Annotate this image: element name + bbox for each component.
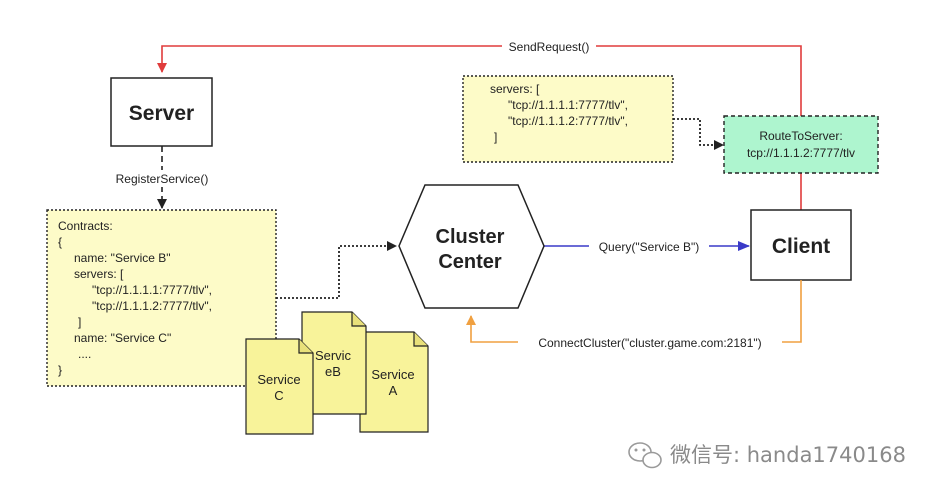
- register-service-label: RegisterService(): [116, 172, 209, 186]
- cluster-center-label: Cluster: [436, 226, 505, 248]
- contracts-note-line: "tcp://1.1.1.1:7777/tlv",: [92, 283, 212, 297]
- server-label: Server: [129, 102, 194, 125]
- document-service-c: Service C: [245, 338, 314, 435]
- route-to-server-title: RouteToServer:: [759, 129, 842, 143]
- servers-note-line: servers: [: [490, 82, 540, 96]
- connect-cluster-label: ConnectCluster("cluster.game.com:2181"): [538, 336, 761, 350]
- contracts-note-line: name: "Service C": [74, 331, 171, 345]
- query-edge: Query("Service B"): [543, 238, 750, 255]
- register-service-edge: RegisterService(): [106, 146, 218, 209]
- servers-note-line: ]: [494, 130, 497, 144]
- server-node: Server: [110, 77, 213, 147]
- servers-note-line: "tcp://1.1.1.2:7777/tlv",: [508, 114, 628, 128]
- contracts-note-line: {: [58, 235, 62, 249]
- contracts-note-line: ....: [78, 347, 91, 361]
- contracts-note-line: ]: [78, 315, 81, 329]
- watermark: 微信号: handa1740168: [628, 442, 906, 469]
- document-service-b-label: Servic: [315, 348, 352, 363]
- cluster-center-node: Cluster Center: [398, 184, 545, 309]
- route-to-server-address: tcp://1.1.1.2:7777/tlv: [747, 146, 855, 160]
- watermark-text: 微信号: handa1740168: [670, 443, 906, 467]
- query-label: Query("Service B"): [599, 240, 700, 254]
- send-request-label: SendRequest(): [509, 40, 590, 54]
- servers-note: servers: [ "tcp://1.1.1.1:7777/tlv", "tc…: [462, 75, 674, 163]
- document-service-a: Service A: [359, 331, 429, 433]
- note-to-route-connector: [673, 118, 724, 150]
- connect-cluster-edge: ConnectCluster("cluster.game.com:2181"): [466, 280, 802, 351]
- wechat-icon: [628, 442, 662, 469]
- client-label: Client: [772, 235, 830, 258]
- document-service-b: Servic eB: [301, 311, 367, 415]
- contracts-to-cluster-connector: [276, 241, 397, 299]
- contracts-note-line: name: "Service B": [74, 251, 171, 265]
- contracts-note-line: "tcp://1.1.1.2:7777/tlv",: [92, 299, 212, 313]
- contracts-note-line: servers: [: [74, 267, 124, 281]
- servers-note-line: "tcp://1.1.1.1:7777/tlv",: [508, 98, 628, 112]
- contracts-note: Contracts: { name: "Service B" servers: …: [46, 209, 277, 387]
- contracts-note-line: }: [58, 363, 62, 377]
- document-service-b-label: eB: [325, 364, 341, 379]
- cluster-center-label: Center: [438, 251, 502, 273]
- document-service-a-label: Service: [371, 367, 414, 382]
- contracts-note-line: Contracts:: [58, 219, 113, 233]
- client-node: Client: [750, 209, 852, 281]
- document-service-c-label: Service: [257, 372, 300, 387]
- document-service-c-label: C: [274, 388, 283, 403]
- route-to-server-node: RouteToServer: tcp://1.1.1.2:7777/tlv: [723, 115, 879, 174]
- document-service-a-label: A: [389, 383, 398, 398]
